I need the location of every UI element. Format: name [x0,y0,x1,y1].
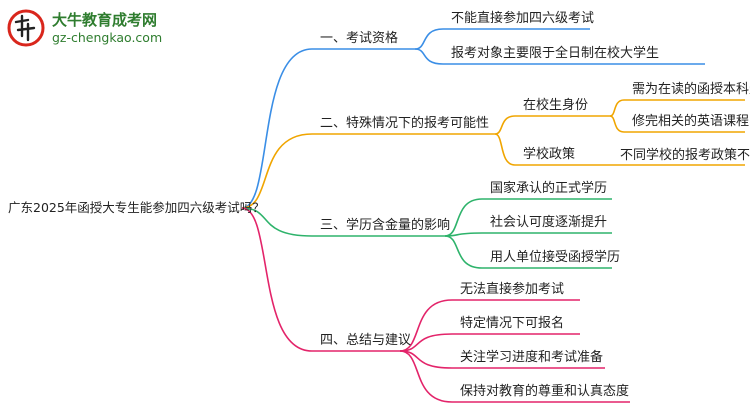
branch-2-label: 二、特殊情况下的报考可能性 [320,116,490,131]
connector-b2-sub-2 [494,133,516,166]
branch-1-label: 一、考试资格 [320,31,399,46]
brand-logo: 大牛教育成考网 gz-chengkao.com [6,6,196,54]
connector-root-branch-2 [241,133,313,209]
connector-root-branch-1 [241,48,313,209]
connector-b4-4 [399,350,453,403]
brand-url: gz-chengkao.com [52,30,163,45]
root-topic: 广东2025年函授大专生能参加四六级考试吗？ [8,200,265,215]
branch-3-label: 三、学历含金量的影响 [320,218,451,233]
connector-b1-2 [414,48,444,65]
connector-root-branch-3 [241,207,313,237]
branch-1-item-1: 不能直接参加四六级考试 [451,11,595,26]
brand-title: 大牛教育成考网 [52,11,158,29]
branch-4-item-1: 无法直接参加考试 [460,282,565,297]
connector-b1-1 [414,28,444,50]
connector-b4-2 [399,333,453,352]
branch-2-sub-2-item-1: 不同学校的报考政策不同 [620,148,750,163]
branch-2-sub-2: 学校政策 [523,147,576,162]
connector-b3-1 [444,198,483,237]
branch-2-sub-1-item-2: 修完相关的英语课程 [632,114,750,129]
branch-2-sub-1: 在校生身份 [523,98,589,113]
branch-4-item-4: 保持对教育的尊重和认真态度 [460,384,630,399]
connector-b3-3 [444,235,483,269]
connector-b4-3 [399,350,453,369]
branch-4-label: 四、总结与建议 [320,333,412,348]
connector-lines [241,28,745,403]
branch-3-item-1: 国家承认的正式学历 [490,181,608,196]
connector-b2-sub-1 [494,115,516,135]
branch-4-item-2: 特定情况下可报名 [460,316,565,331]
branch-3-item-2: 社会认可度逐渐提升 [490,215,608,230]
branch-4-item-3: 关注学习进度和考试准备 [460,350,604,365]
connector-b2-sub1-1 [609,99,625,117]
branch-3-item-3: 用人单位接受函授学历 [490,250,621,265]
branch-2-sub-1-item-1: 需为在读的函授本科生 [632,82,750,97]
branch-1-item-2: 报考对象主要限于全日制在校大学生 [451,46,660,61]
connector-root-branch-4 [241,207,313,352]
connector-b2-sub1-2 [609,115,625,133]
logo-icon [7,9,45,47]
connector-b4-1 [399,299,453,352]
